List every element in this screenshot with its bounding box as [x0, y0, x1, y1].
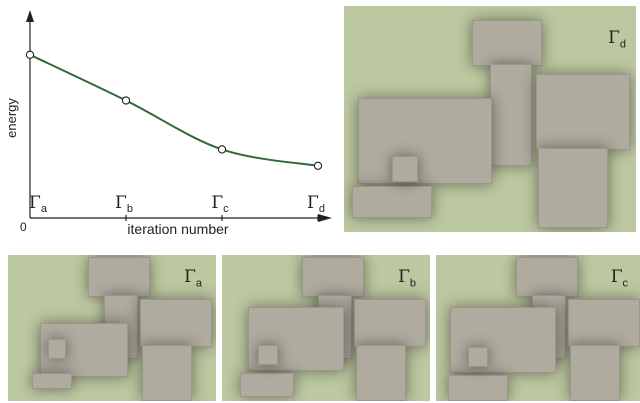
building-block [538, 148, 608, 228]
building-block [48, 339, 66, 359]
building-block [568, 299, 640, 347]
building-block [516, 257, 578, 297]
building-block [356, 345, 406, 401]
building-block [536, 74, 630, 150]
building-block [88, 257, 150, 297]
render-label: Γd [608, 28, 626, 51]
building-block [448, 375, 508, 401]
building-block [302, 257, 364, 297]
building-block [450, 307, 556, 373]
milestone-label: Γb [115, 193, 133, 215]
building-block [490, 64, 532, 166]
data-point [217, 145, 227, 154]
building-block [354, 299, 426, 347]
building-block [570, 345, 620, 401]
data-point [313, 161, 323, 170]
energy-plot: energy iteration number 0 Γa Γb Γc Γd [4, 10, 332, 237]
milestone-label: Γc [211, 193, 229, 215]
building-block [142, 345, 192, 401]
energy-curve [29, 53, 319, 167]
building-block [392, 156, 418, 182]
milestone-label: Γd [307, 193, 325, 215]
building-block [258, 345, 278, 365]
building-block [32, 373, 72, 389]
building-block [358, 98, 492, 184]
building-block [352, 186, 432, 218]
data-point [121, 96, 131, 105]
render-gamma-b: Γb [222, 255, 430, 401]
building-block [468, 347, 488, 367]
render-gamma-a: Γa [8, 255, 216, 401]
y-axis-arrow [26, 10, 34, 22]
render-label: Γc [610, 267, 628, 290]
render-gamma-c: Γc [436, 255, 640, 401]
render-gamma-d: Γd [344, 6, 636, 232]
building-block [472, 20, 542, 66]
x-axis-arrow [318, 214, 332, 222]
building-block [240, 373, 294, 397]
render-label: Γa [184, 267, 202, 290]
plot-axes [26, 10, 332, 222]
x-axis-label: iteration number [127, 221, 229, 237]
building-block [140, 299, 212, 347]
data-point [25, 50, 35, 59]
origin-label: 0 [20, 220, 27, 234]
y-axis-label: energy [4, 98, 19, 138]
milestone-label: Γa [29, 193, 48, 215]
render-label: Γb [398, 267, 416, 290]
